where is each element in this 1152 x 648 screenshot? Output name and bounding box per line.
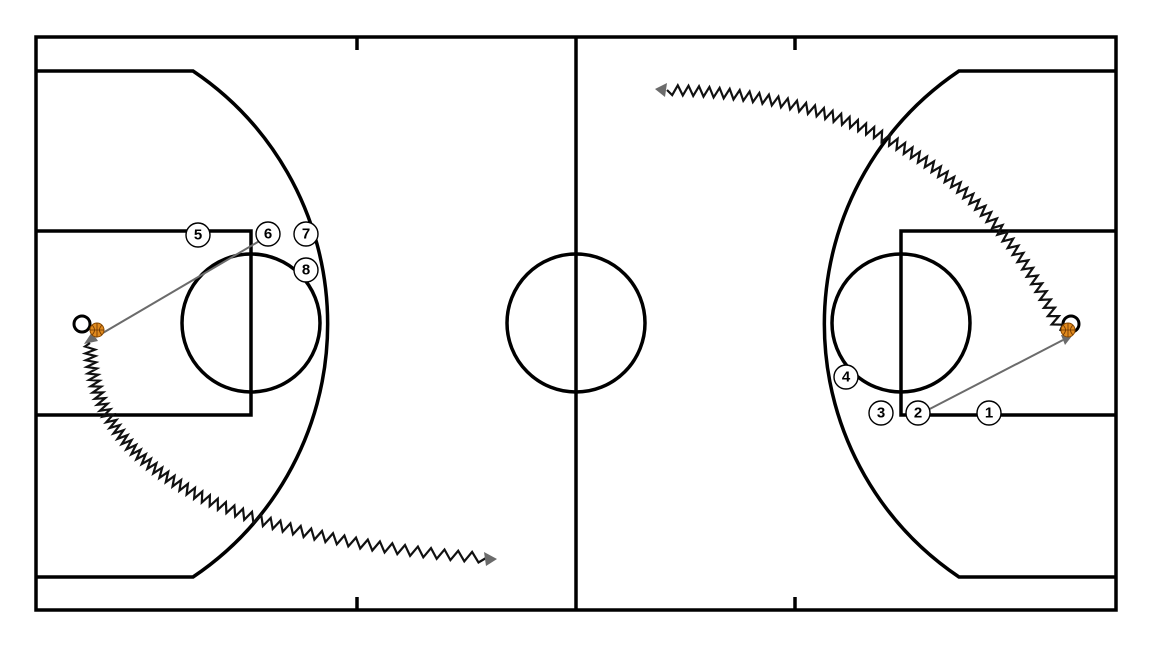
player-label: 3 [877, 405, 885, 422]
player-marker-5: 5 [185, 222, 211, 248]
dribble-path [81, 342, 487, 565]
pass-line [919, 339, 1064, 415]
dribble-arrowhead [655, 83, 667, 97]
dribble-path [666, 82, 1065, 332]
center-circle [505, 252, 647, 394]
pass-arrowhead [84, 332, 98, 344]
dribble-arrowhead [484, 552, 497, 566]
pass-arrowhead [1061, 335, 1072, 345]
hoop-icon [72, 314, 92, 334]
player-marker-3: 3 [868, 400, 894, 426]
free-throw-circle-right [830, 252, 972, 394]
three-point-line-right [822, 69, 1116, 579]
player-label: 4 [842, 369, 851, 386]
player-marker-2: 2 [905, 400, 931, 426]
player-label: 6 [264, 226, 272, 243]
free-throw-circle-left [180, 252, 322, 394]
player-label: 7 [302, 226, 310, 243]
basketball-icon [1060, 322, 1076, 338]
player-marker-8: 8 [293, 257, 319, 283]
basketball-icon [89, 322, 105, 338]
pass-line [95, 235, 269, 338]
player-label: 8 [302, 262, 310, 279]
player-label: 2 [914, 405, 922, 422]
player-label: 5 [194, 227, 202, 244]
player-marker-7: 7 [293, 221, 319, 247]
player-marker-1: 1 [976, 400, 1002, 426]
player-label: 1 [985, 405, 993, 422]
player-marker-4: 4 [833, 364, 859, 390]
player-marker-6: 6 [255, 221, 281, 247]
key-left [36, 229, 253, 417]
key-right [899, 229, 1116, 417]
